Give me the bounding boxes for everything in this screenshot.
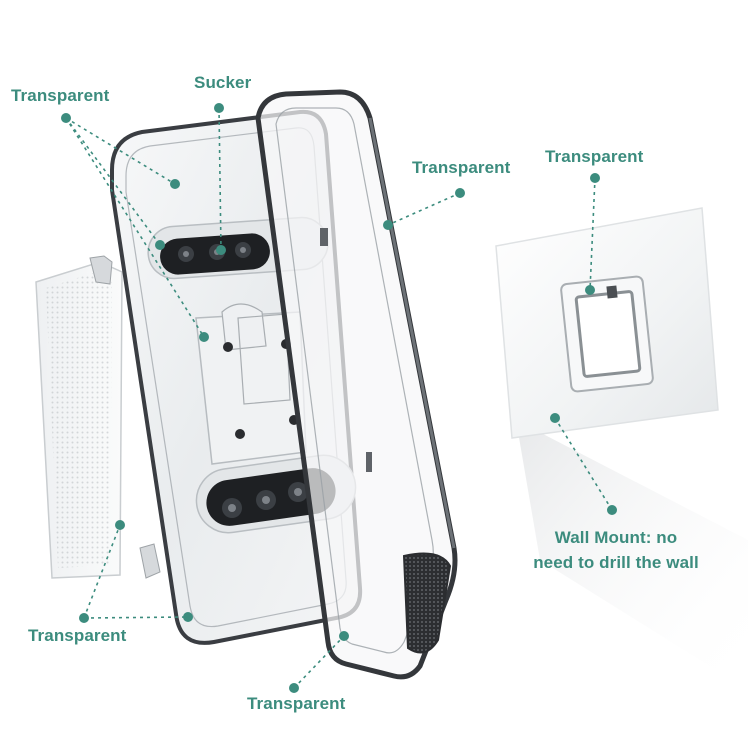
callout-dot xyxy=(115,520,125,530)
callout-dot xyxy=(607,505,617,515)
front-cover xyxy=(255,89,458,680)
left-transparent-panel xyxy=(35,255,161,579)
callout-dot xyxy=(155,240,165,250)
callout-dot xyxy=(289,683,299,693)
callout-dot xyxy=(199,332,209,342)
label-transparent-wall-pad: Transparent xyxy=(545,147,644,166)
callout-dot xyxy=(183,612,193,622)
label-transparent-bottom-left: Transparent xyxy=(28,626,127,645)
callout-dot xyxy=(585,285,595,295)
back-panel xyxy=(110,109,363,645)
callout-dot xyxy=(339,631,349,641)
callout-dots xyxy=(61,103,617,693)
callout-dot xyxy=(455,188,465,198)
wall-mount-pad xyxy=(495,207,748,690)
label-transparent-top-left: Transparent xyxy=(11,86,110,105)
callout-dot xyxy=(216,245,226,255)
label-transparent-bottom: Transparent xyxy=(247,694,346,713)
label-wall-mount-line1: Wall Mount: no xyxy=(554,528,678,547)
label-sucker: Sucker xyxy=(194,73,252,92)
callout-dot xyxy=(61,113,71,123)
label-wall-mount-line2: need to drill the wall xyxy=(533,553,699,572)
callout-dot xyxy=(590,173,600,183)
callout-dot xyxy=(550,413,560,423)
label-wall-mount: Wall Mount: no need to drill the wall xyxy=(526,525,706,575)
label-transparent-top-right: Transparent xyxy=(412,158,511,177)
callout-dot xyxy=(170,179,180,189)
callout-dot xyxy=(214,103,224,113)
callout-dot xyxy=(383,220,393,230)
callout-dot xyxy=(79,613,89,623)
callout-lines xyxy=(65,107,613,689)
